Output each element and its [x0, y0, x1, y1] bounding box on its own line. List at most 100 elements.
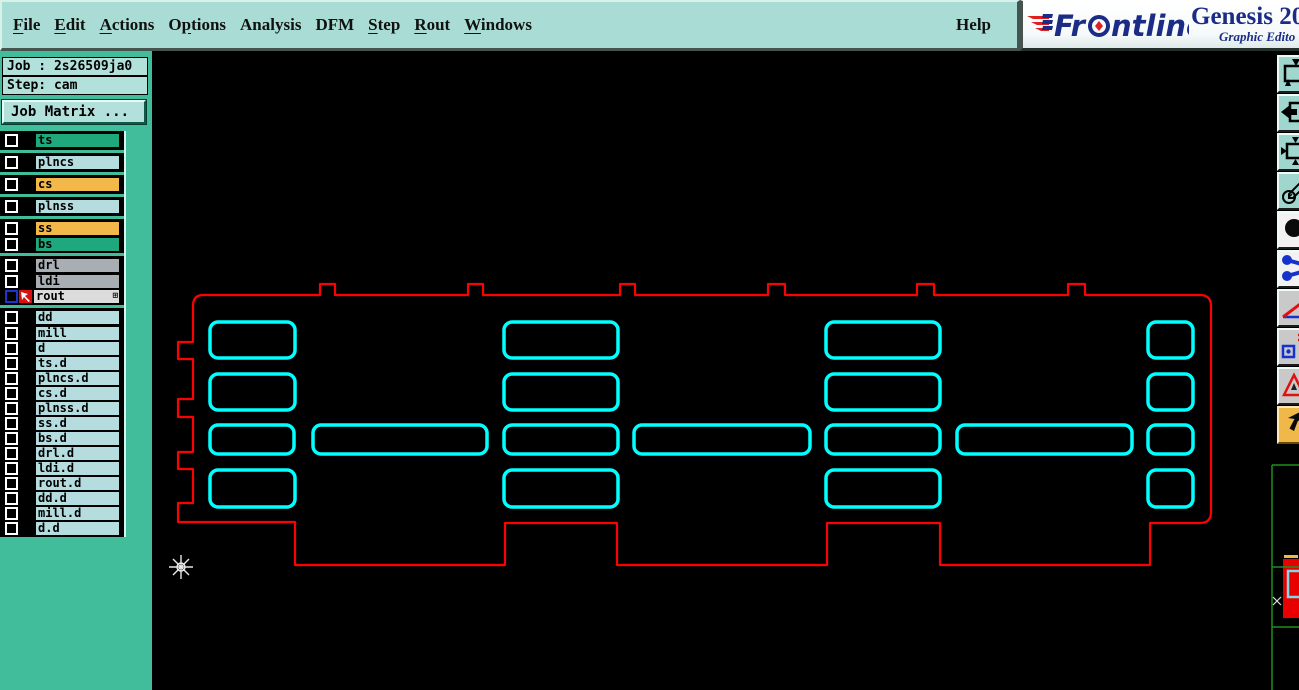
board-outline[interactable] — [176, 282, 1213, 567]
rout-slot[interactable] — [208, 468, 297, 509]
layer-row-plncs[interactable]: plncs — [2, 155, 122, 170]
measure-tools-button[interactable] — [1277, 172, 1299, 210]
layer-row-bs-d[interactable]: bs.d — [2, 430, 122, 445]
layer-checkbox[interactable] — [5, 461, 18, 475]
pad-button[interactable] — [1277, 211, 1299, 249]
menu-edit[interactable]: Edit — [54, 15, 86, 34]
rout-slot[interactable] — [1146, 468, 1195, 509]
job-matrix-button[interactable]: Job Matrix ... — [1, 99, 147, 125]
frontline-logo-panel: Fr ntline Genesis 20 Graphic Edito — [1020, 0, 1299, 51]
layer-checkbox[interactable] — [5, 311, 18, 324]
layer-row-ss[interactable]: ss — [2, 221, 122, 236]
layer-checkbox[interactable] — [5, 431, 18, 445]
rout-slot[interactable] — [502, 423, 620, 456]
layer-row-mill[interactable]: mill — [2, 325, 122, 340]
layer-row-dd[interactable]: dd — [2, 310, 122, 325]
rout-rects[interactable] — [208, 320, 1195, 509]
overview-thumbnail[interactable] — [1271, 464, 1299, 690]
layer-checkbox[interactable] — [5, 476, 18, 490]
layer-checkbox[interactable] — [5, 259, 18, 272]
layer-checkbox[interactable] — [5, 371, 18, 385]
layer-checkbox[interactable] — [5, 237, 18, 251]
layer-row-d[interactable]: d — [2, 340, 122, 355]
layer-checkbox[interactable] — [5, 491, 18, 505]
layer-checkbox[interactable] — [5, 416, 18, 430]
rout-slot[interactable] — [824, 372, 942, 412]
layer-row-cs[interactable]: cs — [2, 177, 122, 192]
layer-row-ldi[interactable]: ldi — [2, 273, 122, 288]
rout-slot[interactable] — [1146, 372, 1195, 412]
layer-checkbox[interactable] — [5, 401, 18, 415]
layer-row-mill-d[interactable]: mill.d — [2, 505, 122, 520]
select-arrow-button[interactable] — [1277, 406, 1299, 444]
graphic-canvas[interactable] — [152, 51, 1299, 690]
arc-button[interactable] — [1277, 289, 1299, 327]
right-toolbar — [1277, 55, 1299, 445]
job-label: Job : 2s26509ja0 — [2, 57, 148, 76]
layer-checkbox[interactable] — [5, 506, 18, 520]
layer-row-dd-d[interactable]: dd.d — [2, 490, 122, 505]
layer-row-bs[interactable]: bs — [2, 236, 122, 251]
layer-row-ss-d[interactable]: ss.d — [2, 415, 122, 430]
menu-dfm[interactable]: DFM — [315, 15, 355, 34]
layer-checkbox[interactable] — [5, 222, 18, 235]
menu-windows[interactable]: Windows — [464, 15, 532, 34]
rout-slot[interactable] — [1146, 423, 1195, 456]
layer-checkbox[interactable] — [5, 341, 18, 355]
rout-slot[interactable] — [311, 423, 489, 456]
rout-slot[interactable] — [502, 468, 620, 509]
layer-checkbox[interactable] — [5, 178, 18, 191]
layer-row-ldi-d[interactable]: ldi.d — [2, 460, 122, 475]
rout-slot[interactable] — [502, 372, 620, 412]
layer-row-drl-d[interactable]: drl.d — [2, 445, 122, 460]
layer-row-plnss[interactable]: plnss — [2, 199, 122, 214]
add-triangle-icon — [1281, 372, 1299, 397]
layer-row-cs-d[interactable]: cs.d — [2, 385, 122, 400]
layer-checkbox-active[interactable] — [5, 289, 18, 303]
rout-slot[interactable] — [824, 423, 942, 456]
layer-checkbox[interactable] — [5, 156, 18, 169]
rout-slot[interactable] — [632, 423, 812, 456]
rout-slot[interactable] — [824, 320, 942, 360]
layer-checkbox[interactable] — [5, 356, 18, 370]
layer-row-ts-d[interactable]: ts.d — [2, 355, 122, 370]
menu-rout[interactable]: Rout — [414, 15, 451, 34]
layer-row-plnss-d[interactable]: plnss.d — [2, 400, 122, 415]
resize-frame-button[interactable] — [1277, 133, 1299, 171]
layer-grid-icon[interactable]: ⊞ — [112, 290, 118, 301]
polyline-button[interactable] — [1277, 250, 1299, 288]
menu-step[interactable]: Step — [368, 15, 401, 34]
layer-row-plncs-d[interactable]: plncs.d — [2, 370, 122, 385]
layer-row-rout[interactable]: rout⊞ — [2, 288, 122, 303]
rout-slot[interactable] — [208, 423, 296, 456]
layer-checkbox[interactable] — [5, 134, 18, 147]
rout-slot[interactable] — [955, 423, 1134, 456]
menu-options[interactable]: Options — [168, 15, 227, 34]
menu-analysis[interactable]: Analysis — [240, 15, 302, 34]
brand-o-icon — [1088, 14, 1110, 37]
layer-row-ts[interactable]: ts — [2, 133, 122, 148]
layer-checkbox[interactable] — [5, 386, 18, 400]
rout-slot[interactable] — [824, 468, 942, 509]
layer-row-drl[interactable]: drl — [2, 258, 122, 273]
menu-file[interactable]: File — [13, 15, 41, 34]
layer-checkbox[interactable] — [5, 326, 18, 340]
layer-checkbox[interactable] — [5, 274, 18, 288]
layer-row-d-d[interactable]: d.d — [2, 520, 122, 535]
surface-button[interactable] — [1277, 328, 1299, 366]
layer-row-rout-d[interactable]: rout.d — [2, 475, 122, 490]
layer-checkbox[interactable] — [5, 521, 18, 535]
layer-checkbox[interactable] — [5, 200, 18, 213]
rout-slot[interactable] — [208, 320, 297, 360]
layer-checkbox[interactable] — [5, 446, 18, 460]
move-into-frame-button[interactable] — [1277, 94, 1299, 132]
rout-slot[interactable] — [502, 320, 620, 360]
menu-actions[interactable]: Actions — [99, 15, 155, 34]
frontline-logo: Fr ntline — [1027, 9, 1189, 43]
rout-slot[interactable] — [1146, 320, 1195, 360]
rout-slot[interactable] — [208, 372, 297, 412]
menu-help[interactable]: Help — [956, 15, 991, 34]
add-triangle-button[interactable] — [1277, 367, 1299, 405]
repeat-frame-button[interactable] — [1277, 55, 1299, 93]
select-arrow-icon — [1288, 412, 1299, 431]
